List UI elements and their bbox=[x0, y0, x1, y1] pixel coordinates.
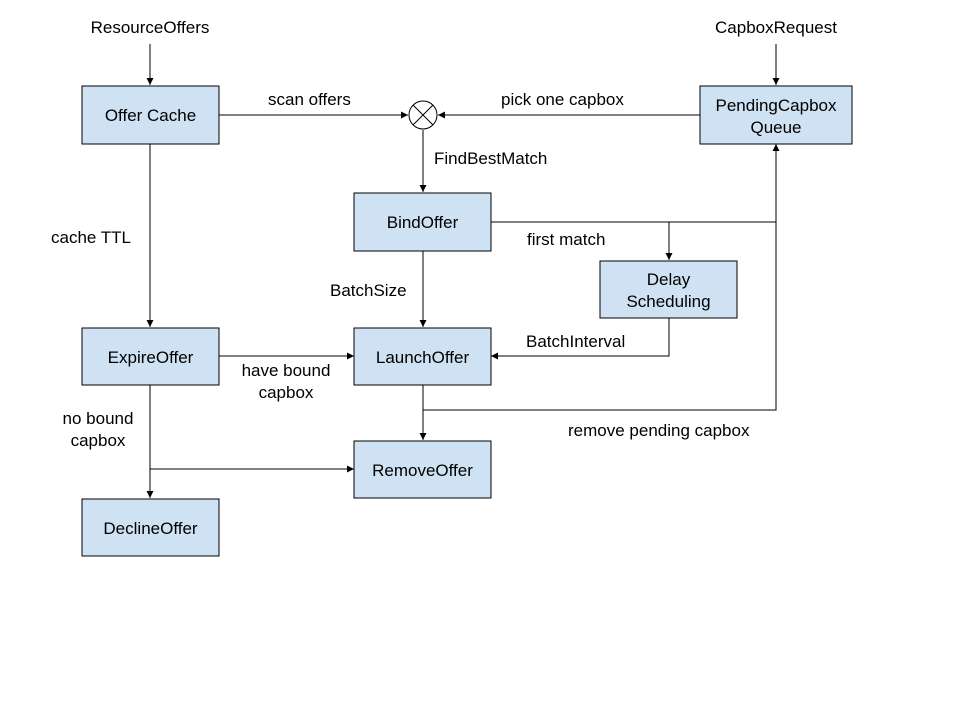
label-remove-pending-capbox: remove pending capbox bbox=[568, 421, 750, 440]
node-delay-line2: Scheduling bbox=[626, 292, 710, 311]
node-offer-cache-label: Offer Cache bbox=[105, 106, 196, 125]
label-scan-offers: scan offers bbox=[268, 90, 351, 109]
node-launch-offer-label: LaunchOffer bbox=[376, 348, 470, 367]
label-batch-size: BatchSize bbox=[330, 281, 407, 300]
label-pick-one-capbox: pick one capbox bbox=[501, 90, 624, 109]
node-pending-queue-line2: Queue bbox=[750, 118, 801, 137]
node-offer-cache: Offer Cache bbox=[81, 85, 220, 145]
node-bind-offer-label: BindOffer bbox=[387, 213, 459, 232]
circle-x-icon bbox=[408, 100, 438, 130]
label-no-bound-line1: no bound bbox=[63, 409, 134, 428]
node-delay-line1: Delay bbox=[647, 270, 691, 289]
node-remove-offer-label: RemoveOffer bbox=[372, 461, 473, 480]
label-batch-interval: BatchInterval bbox=[526, 332, 625, 351]
label-first-match: first match bbox=[527, 230, 605, 249]
input-capbox-request: CapboxRequest bbox=[715, 18, 837, 37]
node-launch-offer: LaunchOffer bbox=[353, 327, 492, 386]
label-cache-ttl: cache TTL bbox=[51, 228, 131, 247]
label-no-bound-line2: capbox bbox=[71, 431, 126, 450]
node-expire-offer: ExpireOffer bbox=[81, 327, 220, 386]
label-find-best-match: FindBestMatch bbox=[434, 149, 547, 168]
node-remove-offer: RemoveOffer bbox=[353, 440, 492, 499]
node-expire-offer-label: ExpireOffer bbox=[108, 348, 194, 367]
node-pending-capbox-queue: PendingCapbox Queue bbox=[699, 85, 853, 145]
label-have-bound-line2: capbox bbox=[259, 383, 314, 402]
edge-delay-to-launchoffer bbox=[491, 318, 670, 360]
node-pending-queue-line1: PendingCapbox bbox=[716, 96, 837, 115]
input-resource-offers: ResourceOffers bbox=[91, 18, 210, 37]
node-bind-offer: BindOffer bbox=[353, 192, 492, 252]
node-decline-offer-label: DeclineOffer bbox=[103, 519, 198, 538]
node-decline-offer: DeclineOffer bbox=[81, 498, 220, 557]
label-have-bound-line1: have bound bbox=[242, 361, 331, 380]
node-delay-scheduling: Delay Scheduling bbox=[599, 260, 738, 319]
